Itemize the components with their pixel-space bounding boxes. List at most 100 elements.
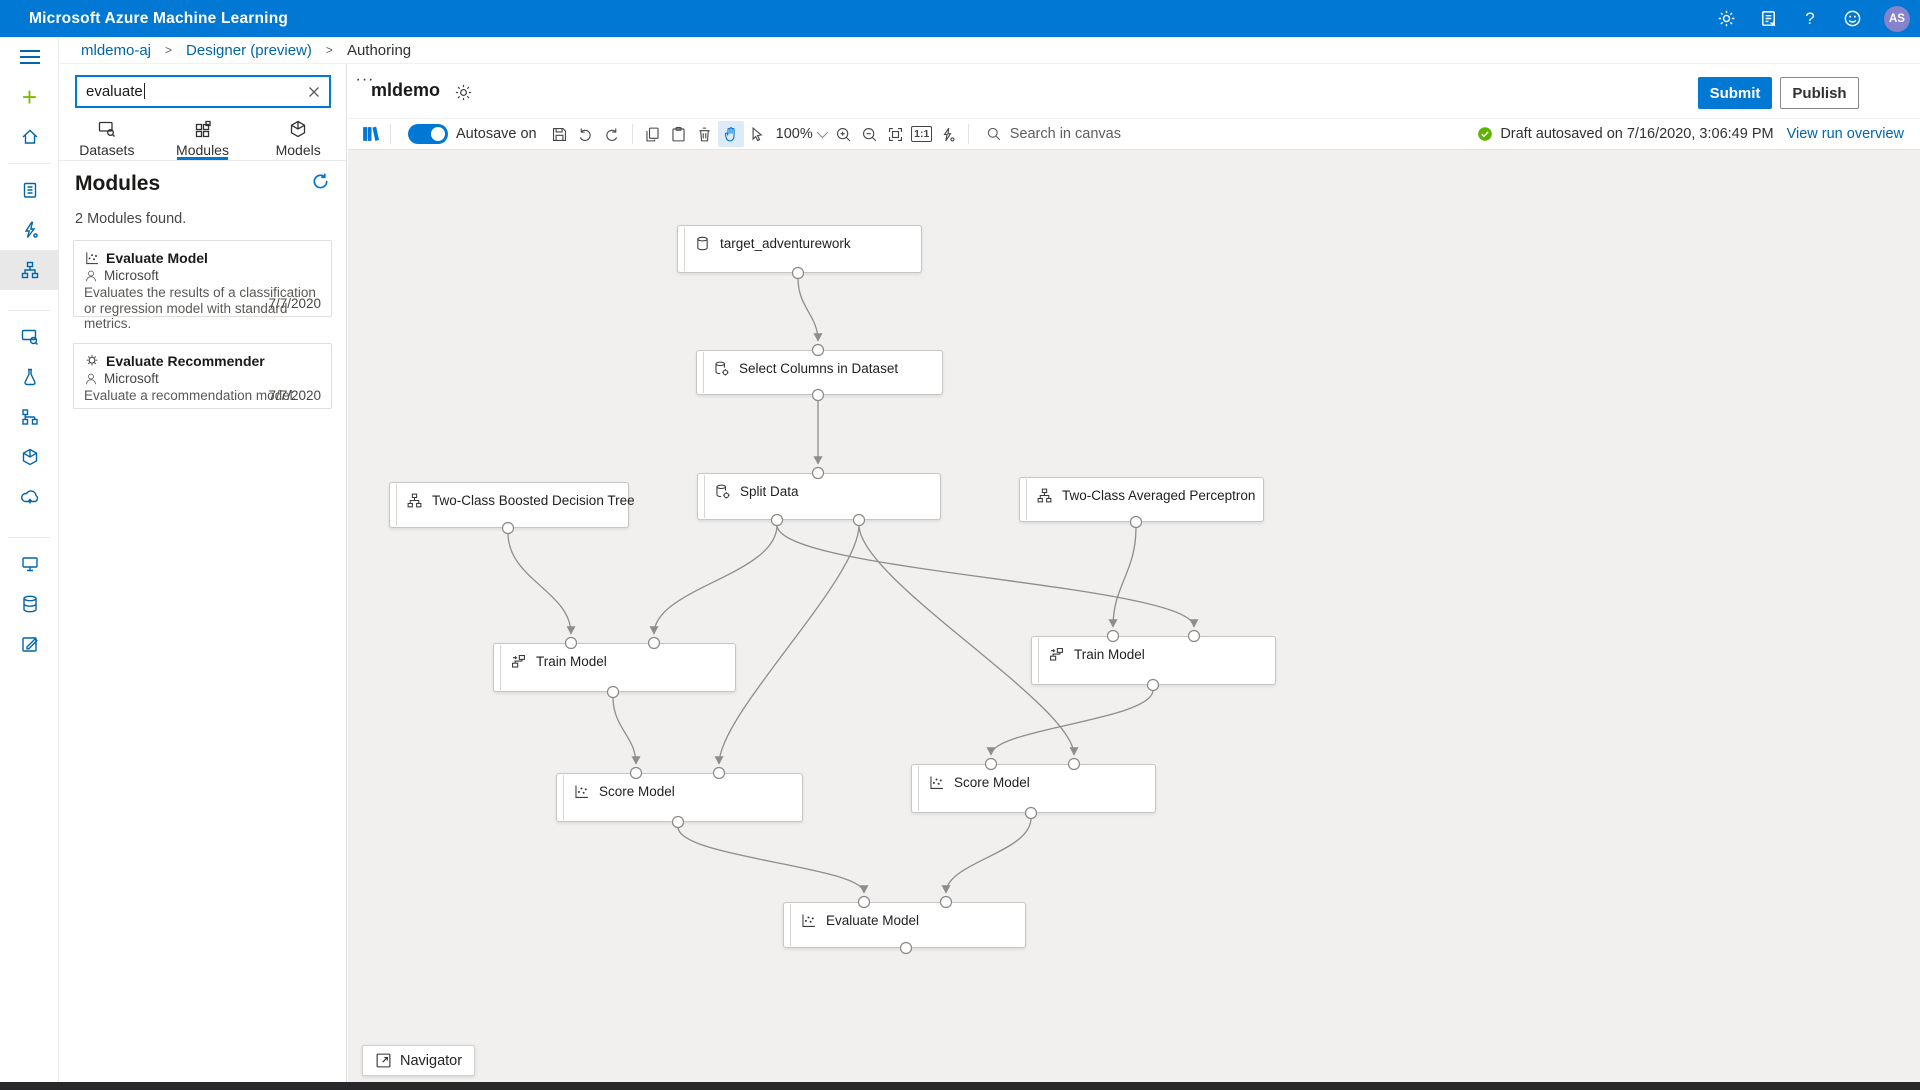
tab-models[interactable]: Models (250, 116, 346, 160)
more-options-button[interactable]: ··· (355, 71, 375, 88)
node-score-right[interactable]: Score Model (911, 764, 1156, 813)
avatar[interactable]: AS (1884, 5, 1910, 32)
canvas-toolbar: Autosave on 100% (348, 118, 1920, 150)
tab-datasets[interactable]: Datasets (59, 116, 155, 160)
pipeline-edge[interactable] (677, 826, 869, 894)
app-title: Microsoft Azure Machine Learning (29, 9, 289, 27)
home-icon[interactable] (0, 117, 59, 157)
canvas-search-input[interactable]: Search in canvas (986, 126, 1121, 142)
auto-layout-icon[interactable] (935, 121, 961, 147)
autosave-status: Draft autosaved on 7/16/2020, 3:06:49 PM (1500, 126, 1774, 142)
node-train-right[interactable]: Train Model (1031, 636, 1276, 685)
panel-title: Modules (75, 172, 161, 195)
compute-icon[interactable] (0, 544, 59, 584)
new-plus-icon[interactable]: + (21, 81, 38, 112)
redo-icon[interactable] (599, 121, 625, 147)
pipeline-edge[interactable] (797, 277, 823, 342)
refresh-icon[interactable] (311, 172, 330, 196)
node-train-left[interactable]: Train Model (493, 643, 736, 692)
smiley-feedback-icon[interactable] (1842, 9, 1862, 29)
node-evaluate[interactable]: Evaluate Model (783, 902, 1026, 948)
edge-layer (507, 277, 1199, 894)
pipeline-edge[interactable] (1108, 526, 1137, 628)
paste-icon[interactable] (666, 121, 692, 147)
view-run-overview-link[interactable]: View run overview (1786, 126, 1904, 142)
node-split-data[interactable]: Split Data (697, 473, 941, 520)
node-label: Split Data (740, 484, 799, 499)
pipeline-settings-gear-icon[interactable] (454, 83, 473, 107)
canvas-search-placeholder: Search in canvas (1009, 126, 1121, 142)
submit-button[interactable]: Submit (1698, 77, 1772, 109)
copy-icon[interactable] (640, 121, 666, 147)
breadcrumb-authoring: Authoring (346, 41, 412, 59)
zoom-to-fit-icon[interactable] (883, 121, 909, 147)
node-perceptron[interactable]: Two-Class Averaged Perceptron (1019, 477, 1264, 522)
data-labeling-icon[interactable] (0, 624, 59, 664)
pipeline-edge[interactable] (507, 532, 576, 635)
settings-gear-icon[interactable] (1716, 9, 1736, 29)
automated-ml-icon[interactable] (0, 210, 59, 250)
person-icon (86, 270, 96, 281)
node-label: Train Model (536, 654, 607, 669)
scatter-icon (86, 252, 98, 265)
pipeline-edge[interactable] (776, 524, 1199, 628)
help-icon[interactable]: ? (1805, 8, 1815, 28)
pan-tool-icon[interactable] (717, 121, 744, 147)
asset-tabs: Datasets Modules Models (59, 116, 346, 161)
pipeline-edge[interactable] (649, 524, 778, 635)
node-select-columns[interactable]: Select Columns in Dataset (696, 350, 943, 395)
sparkle-icon (86, 355, 98, 366)
chevron-down-icon (816, 126, 828, 139)
designer-icon[interactable] (0, 250, 59, 290)
pipeline-edge[interactable] (941, 817, 1032, 894)
undo-icon[interactable] (573, 121, 599, 147)
lab-flask-icon[interactable] (0, 357, 59, 397)
navigator-icon (376, 1053, 391, 1068)
node-dataset[interactable]: target_adventurework (677, 225, 922, 273)
pipeline-edge[interactable] (858, 524, 1079, 756)
notebooks-icon[interactable] (0, 170, 59, 210)
select-tool-icon[interactable] (744, 121, 770, 147)
tab-modules[interactable]: Modules (155, 116, 251, 160)
pipeline-edge[interactable] (714, 524, 860, 765)
node-score-left[interactable]: Score Model (556, 773, 803, 822)
autosave-toggle[interactable] (408, 124, 448, 144)
save-icon[interactable] (547, 121, 573, 147)
search-input[interactable]: evaluate (75, 75, 331, 108)
node-label: target_adventurework (720, 236, 851, 251)
breadcrumb-separator: > (325, 43, 333, 57)
experiments-icon[interactable] (0, 317, 59, 357)
clear-search-icon[interactable] (299, 77, 329, 106)
navigator-button[interactable]: Navigator (362, 1045, 476, 1076)
breadcrumb: mldemo-aj > Designer (preview) > Authori… (59, 37, 1920, 64)
feedback-icon[interactable] (1758, 9, 1778, 29)
models-cube-icon[interactable] (0, 437, 59, 477)
breadcrumb-separator: > (165, 43, 173, 57)
publish-button[interactable]: Publish (1780, 77, 1859, 109)
pipeline-edge[interactable] (612, 696, 641, 765)
breadcrumb-workspace[interactable]: mldemo-aj (81, 41, 152, 59)
search-input-value: evaluate (86, 83, 299, 100)
horizontal-scrollbar[interactable] (0, 1082, 1920, 1090)
zoom-in-icon[interactable] (831, 121, 857, 147)
hamburger-menu-icon[interactable] (0, 37, 59, 77)
zoom-level-dropdown[interactable]: 100% (776, 126, 828, 142)
module-card-evaluate-model[interactable]: Evaluate Model Microsoft Evaluates the r… (73, 240, 332, 331)
actual-size-icon[interactable]: 1:1 (909, 121, 935, 147)
modules-icon (195, 120, 211, 137)
datastores-icon[interactable] (0, 584, 59, 624)
node-boosted-tree[interactable]: Two-Class Boosted Decision Tree (389, 482, 635, 528)
delete-icon[interactable] (692, 121, 718, 147)
module-card-evaluate-recommender[interactable]: Evaluate Recommender Microsoft Evaluate … (73, 343, 332, 409)
breadcrumb-designer[interactable]: Designer (preview) (186, 41, 312, 59)
pipeline-edge[interactable] (986, 689, 1154, 756)
node-label: Two-Class Averaged Perceptron (1062, 488, 1256, 503)
endpoints-cloud-icon[interactable] (0, 477, 59, 517)
pipelines-icon[interactable] (0, 397, 59, 437)
left-nav-rail: + (0, 37, 59, 1090)
zoom-out-icon[interactable] (857, 121, 883, 147)
collapse-panel-icon[interactable] (357, 121, 383, 147)
autosave-label: Autosave on (456, 126, 537, 142)
